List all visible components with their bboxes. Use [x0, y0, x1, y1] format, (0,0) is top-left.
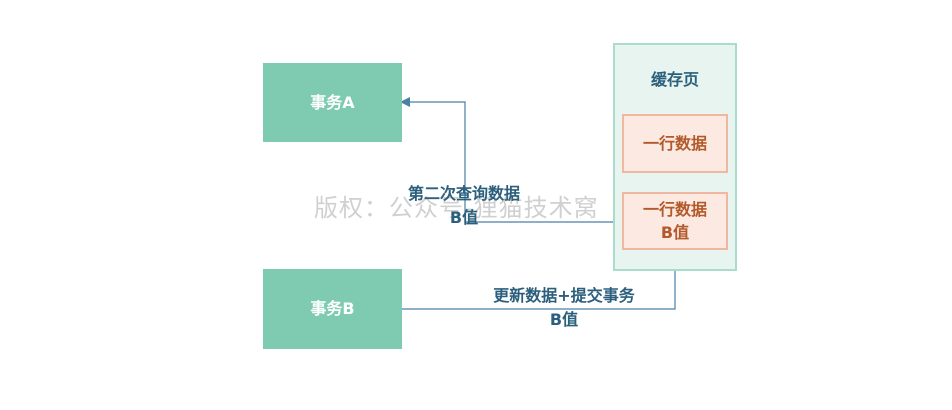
- transaction-a-label: 事务A: [310, 92, 355, 112]
- watermark: 版权：公众号-狸猫技术窝: [314, 194, 599, 222]
- update-edge-label: 更新数据+提交事务 B值: [464, 284, 664, 332]
- query-edge-label: 第二次查询数据 B值: [384, 182, 544, 230]
- transaction-a-box: 事务A: [263, 63, 402, 142]
- update-edge-label-line1: 更新数据+提交事务: [493, 286, 635, 305]
- cache-row-2: 一行数据 B值: [622, 192, 728, 250]
- query-edge-label-line1: 第二次查询数据: [407, 184, 520, 203]
- transaction-b-box: 事务B: [263, 269, 402, 349]
- update-edge-label-line2: B值: [549, 310, 579, 329]
- cache-row-1: 一行数据: [622, 114, 728, 173]
- transaction-b-label: 事务B: [310, 299, 355, 319]
- cache-row-2-line2: B值: [660, 223, 690, 242]
- query-connector: [400, 97, 622, 223]
- cache-page-title: 缓存页: [650, 70, 699, 89]
- query-edge-label-line2: B值: [449, 208, 479, 227]
- cache-row-1-line1: 一行数据: [642, 133, 707, 153]
- cache-row-2-line1: 一行数据: [642, 199, 707, 219]
